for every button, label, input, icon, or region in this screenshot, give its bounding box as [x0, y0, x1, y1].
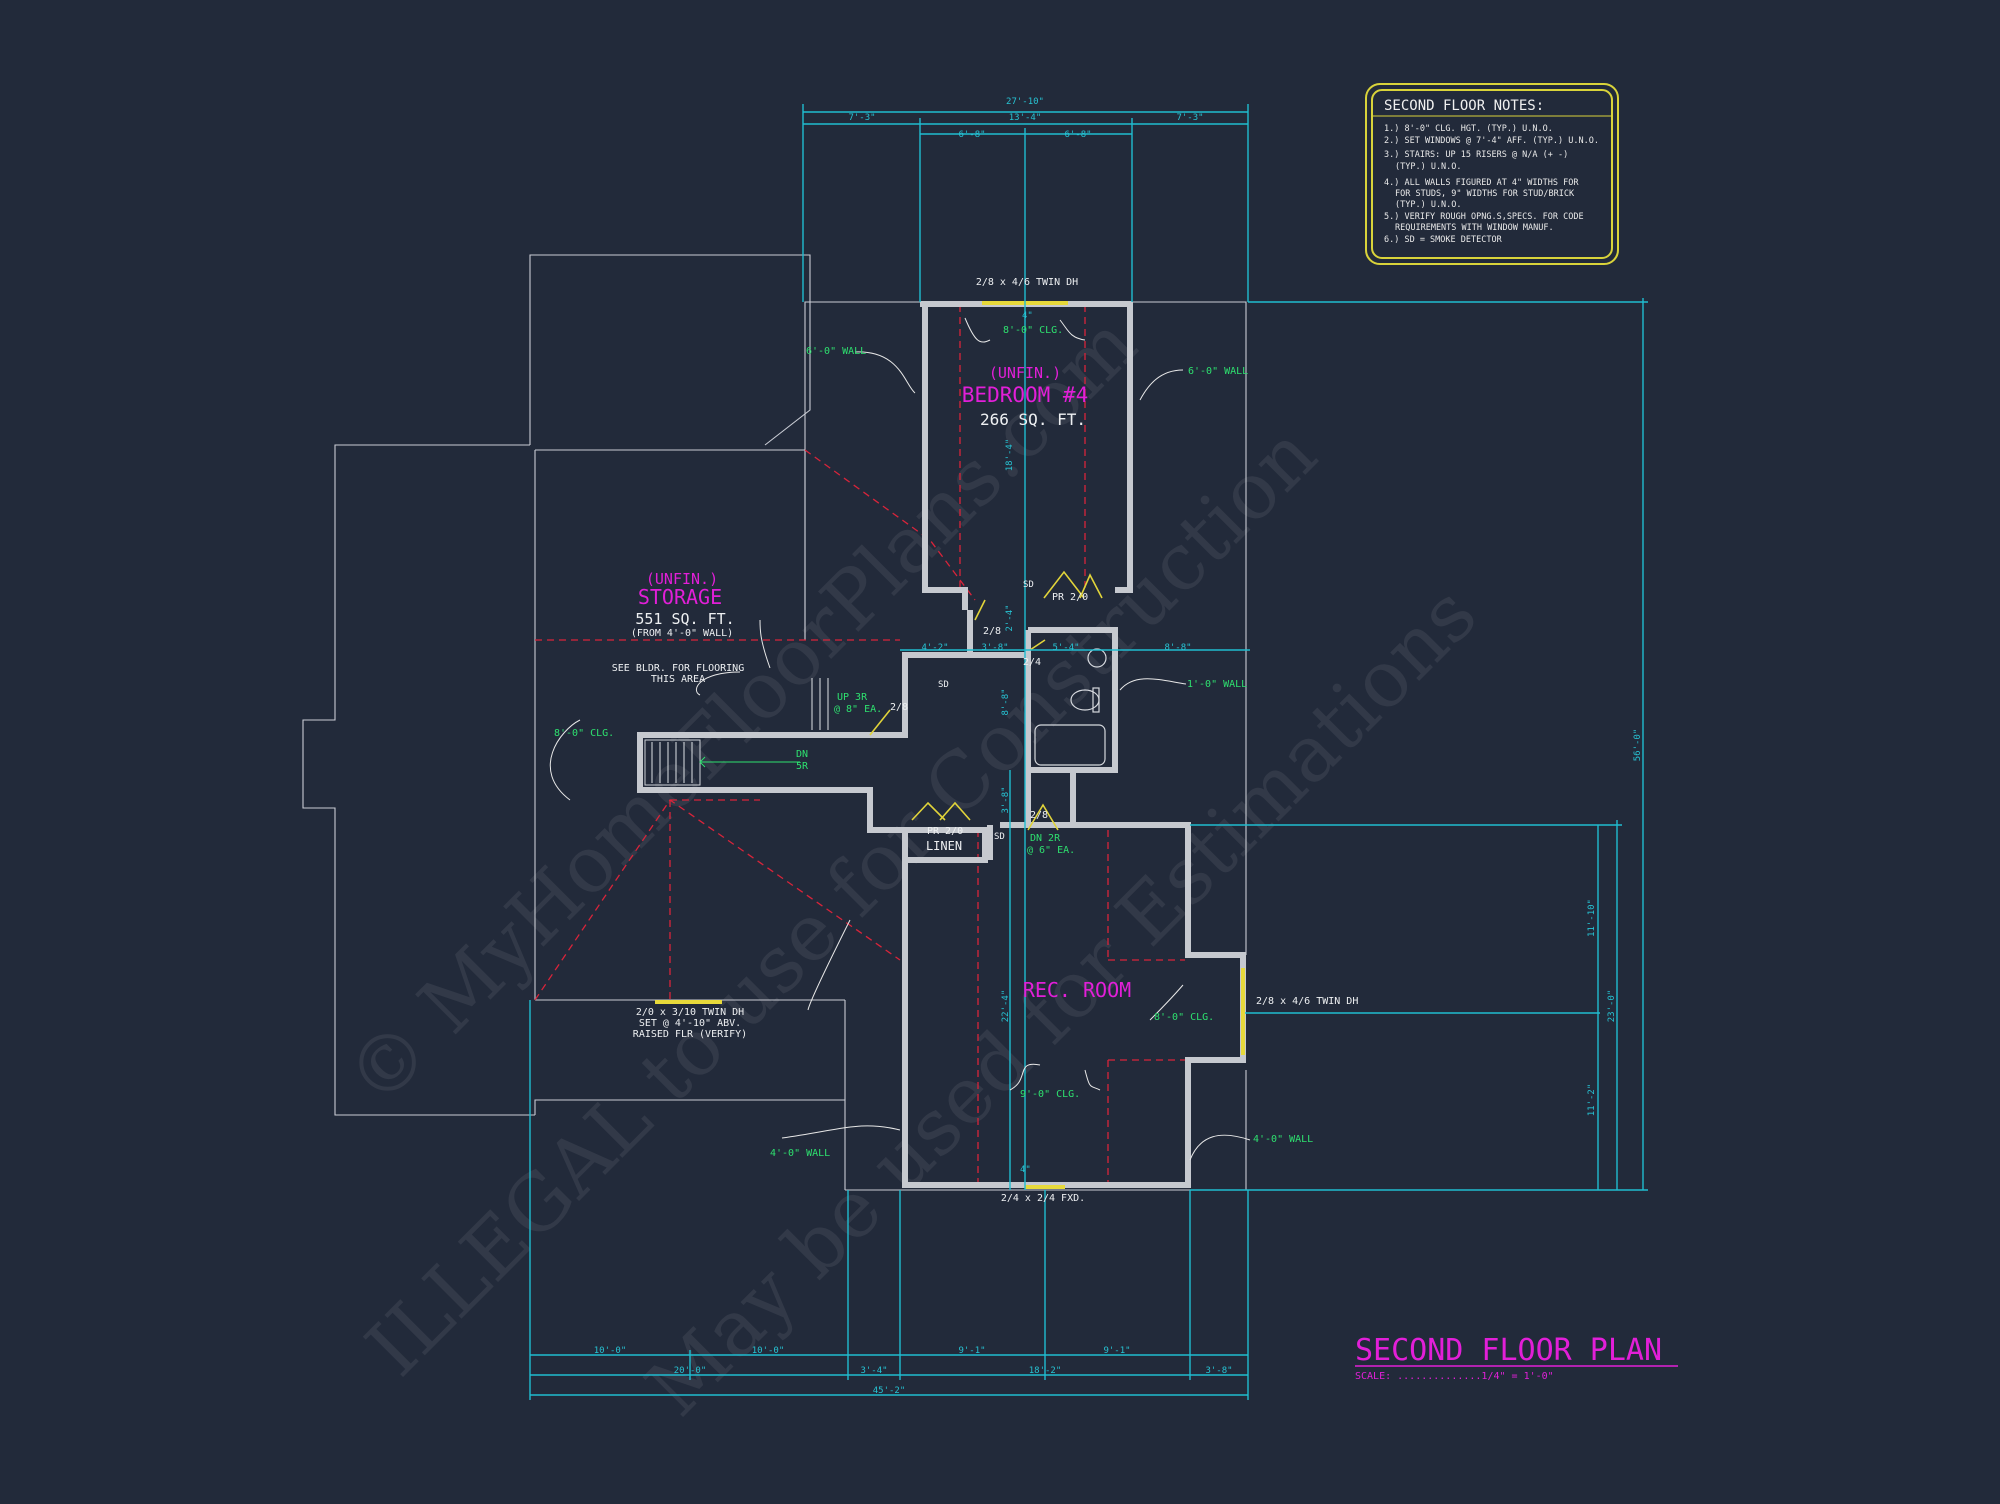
dim-bottom-total: 45'-2" [873, 1386, 906, 1396]
dim-bottom-3-4: 3'-4" [860, 1366, 887, 1376]
bedroom-area: 266 SQ. FT. [980, 410, 1086, 429]
door-2-8-b: 2/8 [890, 702, 908, 713]
linen-label: LINEN [926, 839, 962, 853]
bath-fixtures [1034, 648, 1107, 766]
dim-top-sub-1: 6'-8" [958, 130, 985, 140]
pr-bed-label: PR 2/0 [1052, 592, 1088, 603]
dn-5r-line-2: 5R [796, 761, 809, 772]
door-2-8-a: 2/8 [983, 626, 1001, 637]
note-line-8: 5.) VERIFY ROUGH OPNG.S,SPECS. FOR CODE [1384, 212, 1584, 222]
note-line-5: 4.) ALL WALLS FIGURED AT 4" WIDTHS FOR [1384, 178, 1579, 188]
dimension-lines [529, 104, 1648, 1400]
rec-clg-label: 8'-0" CLG. [1154, 1012, 1214, 1023]
dim-bottom-3-8: 3'-8" [1205, 1366, 1232, 1376]
dn-2r-line-2: @ 6" EA. [1027, 845, 1075, 856]
dim-4-2: 4'-2" [921, 643, 948, 653]
dn-5r-line-1: DN [796, 749, 808, 760]
note-line-9: REQUIREMENTS WITH WINDOW MANUF. [1395, 223, 1554, 233]
bedroom-unfin-label: (UNFIN.) [989, 364, 1061, 382]
storage-area: 551 SQ. FT. [635, 610, 734, 628]
up-3r-line-2: @ 8" EA. [834, 704, 882, 715]
leaders [549, 317, 1251, 1161]
storage-unfin-label: (UNFIN.) [646, 570, 718, 588]
dimension-labels: 27'-10" 7'-3" 13'-4" 7'-3" 6'-8" 6'-8" 1… [594, 97, 1643, 1396]
stairs [644, 678, 829, 786]
dim-bottom-10-b: 10'-0" [752, 1346, 785, 1356]
dim-3-8: 3'-8" [981, 643, 1008, 653]
plan-title: SECOND FLOOR PLAN [1355, 1333, 1662, 1368]
window-top-label: 2/8 x 4/6 TWIN DH [976, 277, 1078, 288]
dim-8-8-vertical: 8'-8" [1001, 688, 1011, 715]
dim-bottom-10-a: 10'-0" [594, 1346, 627, 1356]
fixed-window-label: 2/4 x 2/4 FXD. [1001, 1193, 1085, 1204]
dim-right-b: 23'-0" [1607, 990, 1617, 1023]
door-2-8-c: 2/8 [1030, 810, 1048, 821]
wall-6-right-label: 6'-0" WALL [1188, 366, 1248, 377]
window-bottom-line-2: SET @ 4'-10" ABV. [639, 1018, 741, 1029]
note-line-6: FOR STUDS, 9" WIDTHS FOR STUD/BRICK [1395, 189, 1575, 199]
dim-top-sub-2: 6'-8" [1064, 130, 1091, 140]
walls [637, 301, 1246, 1188]
window-right-label: 2/8 x 4/6 TWIN DH [1256, 996, 1358, 1007]
bedroom-clg-label: 8'-0" CLG. [1003, 325, 1063, 336]
wall-6-left-label: 6'-0" WALL [806, 346, 866, 357]
note-line-4: (TYP.) U.N.O. [1395, 162, 1462, 172]
dim-right-a: 11'-10" [1587, 899, 1597, 937]
storage-name: STORAGE [638, 585, 722, 609]
notes-heading: SECOND FLOOR NOTES: [1384, 98, 1544, 114]
wall-1-label: 1'-0" WALL [1187, 679, 1247, 690]
dim-right-c: 11'-2" [1587, 1084, 1597, 1117]
dim-5-4: 5'-4" [1052, 643, 1079, 653]
up-3r-line-1: UP 3R [837, 692, 868, 703]
door-swings [869, 570, 1103, 831]
note-line-2: 2.) SET WINDOWS @ 7'-4" AFF. (TYP.) U.N.… [1384, 136, 1599, 146]
window-bottom-line-1: 2/0 x 3/10 TWIN DH [636, 1007, 744, 1018]
dim-right-total: 56'-0" [1633, 729, 1643, 762]
notes-panel: SECOND FLOOR NOTES: 1.) 8'-0" CLG. HGT. … [1365, 83, 1619, 265]
dim-2-4: 2'-4" [1005, 604, 1015, 631]
dim-bottom-20: 20'-0" [674, 1366, 707, 1376]
dim-top-mid: 13'-4" [1009, 113, 1042, 123]
note-line-1: 1.) 8'-0" CLG. HGT. (TYP.) U.N.O. [1384, 124, 1553, 134]
dim-bottom-9-1-b: 9'-1" [1103, 1346, 1130, 1356]
see-builder-line-2: THIS AREA [651, 674, 705, 685]
door-2-4: 2/4 [1023, 657, 1041, 668]
rec-room-name: REC. ROOM [1023, 978, 1131, 1002]
watermark: © MyHomeFloorPlans.com ILLEGAL to use fo… [330, 299, 1494, 1433]
storage-sub: (FROM 4'-0" WALL) [631, 628, 733, 639]
wall-4-left-label: 4'-0" WALL [770, 1148, 830, 1159]
dim-top-total: 27'-10" [1006, 97, 1044, 107]
dim-bedroom-depth: 18'-4" [1005, 439, 1015, 472]
dim-top-left: 7'-3" [848, 113, 875, 123]
note-line-7: (TYP.) U.N.O. [1395, 200, 1462, 210]
annotations: 2/8 x 4/6 TWIN DH 8'-0" CLG. 6'-0" WALL … [554, 277, 1358, 1204]
storage-clg-label: 8'-0" CLG. [554, 728, 614, 739]
dim-top-right: 7'-3" [1176, 113, 1203, 123]
note-line-3: 3.) STAIRS: UP 15 RISERS @ N/A (+ -) [1384, 150, 1568, 160]
sd-label-2: SD [938, 680, 949, 690]
dim-8-8: 8'-8" [1164, 643, 1191, 653]
dim-bottom-9-1-a: 9'-1" [958, 1346, 985, 1356]
dim-rec-depth: 22'-4" [1001, 990, 1011, 1023]
title-block: SECOND FLOOR PLAN SCALE: ..............1… [1355, 1333, 1678, 1382]
wall-4-right-label: 4'-0" WALL [1253, 1134, 1313, 1145]
window-bottom-line-3: RAISED FLR (VERIFY) [633, 1029, 747, 1040]
dim-4-a: 4" [1022, 311, 1033, 321]
room-labels: (UNFIN.) BEDROOM #4 266 SQ. FT. (UNFIN.)… [631, 364, 1131, 1002]
roof-ridge-lines [534, 305, 1185, 1185]
see-builder-line-1: SEE BLDR. FOR FLOORING [612, 663, 744, 674]
sd-label-1: SD [1023, 580, 1034, 590]
note-line-10: 6.) SD = SMOKE DETECTOR [1384, 235, 1503, 245]
sd-label-3: SD [994, 832, 1005, 842]
dim-bottom-18-2: 18'-2" [1029, 1366, 1062, 1376]
rec-clg-9-label: 9'-0" CLG. [1020, 1089, 1080, 1100]
pr-linen-label: PR 2/0 [927, 826, 963, 837]
dn-2r-line-1: DN 2R [1030, 833, 1061, 844]
scale-label: SCALE: ..............1/4" = 1'-0" [1355, 1371, 1554, 1382]
bedroom-name: BEDROOM #4 [962, 383, 1088, 407]
dim-3-8-vertical: 3'-8" [1001, 786, 1011, 813]
dim-4-b: 4" [1020, 1165, 1031, 1175]
